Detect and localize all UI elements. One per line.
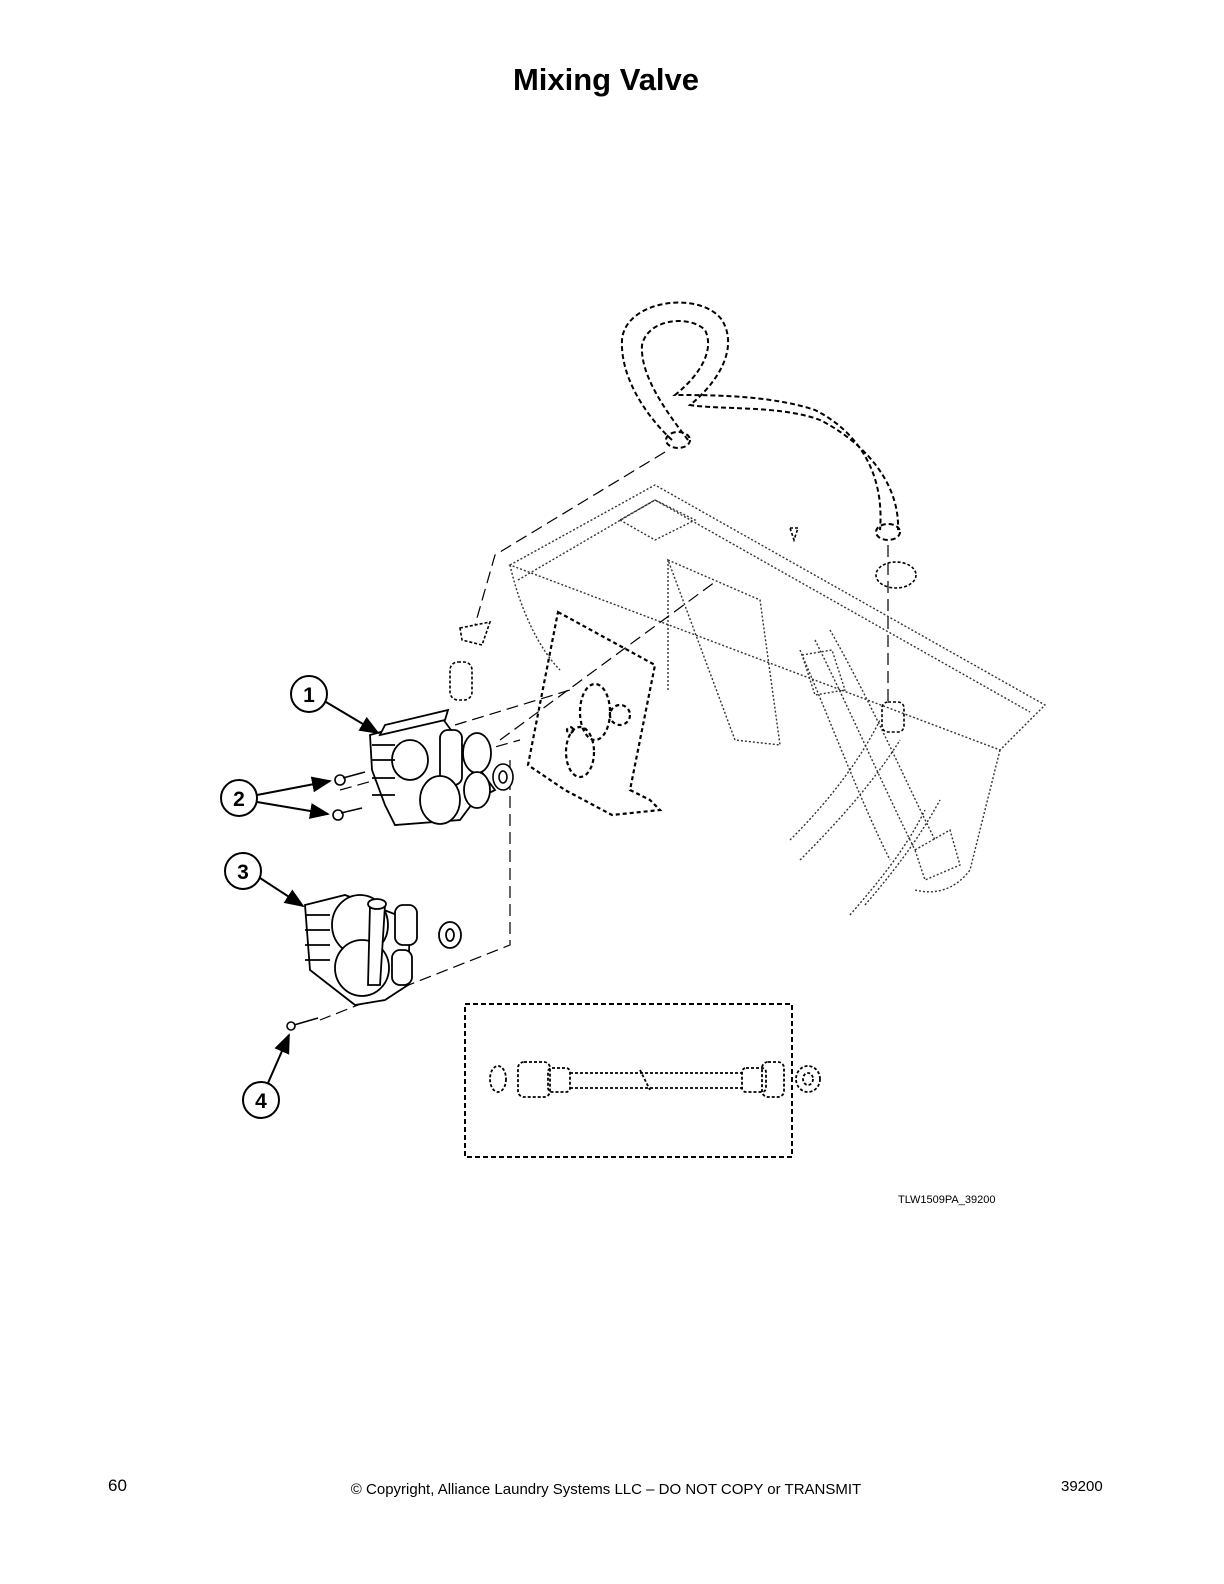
valve-part-3 [304, 894, 462, 1006]
svg-text:3: 3 [237, 861, 249, 884]
callout-2: 2 [220, 776, 332, 819]
copyright-notice: © Copyright, Alliance Laundry Systems LL… [350, 1481, 862, 1498]
screw-part-4 [286, 1017, 319, 1031]
screws-part-2 [332, 771, 366, 821]
callout-4: 4 [242, 1033, 290, 1119]
figure-id: TLW1509PA_39200 [898, 1194, 996, 1206]
svg-text:4: 4 [255, 1090, 267, 1113]
svg-text:2: 2 [233, 788, 245, 811]
document-number: 39200 [1061, 1478, 1103, 1495]
inlet-hose-inset [464, 1003, 821, 1158]
console-phantom-drawing [508, 484, 1047, 916]
mixing-valve-part-1 [369, 708, 497, 826]
phantom-fittings [449, 527, 917, 733]
svg-text:1: 1 [303, 684, 315, 707]
page-title: Mixing Valve [512, 62, 700, 97]
fill-hose-phantom [620, 301, 901, 541]
valve-bracket-phantom [526, 610, 663, 817]
washer [492, 763, 514, 791]
page-number: 60 [108, 1476, 127, 1495]
callout-1: 1 [290, 675, 380, 735]
callout-3: 3 [224, 852, 305, 908]
